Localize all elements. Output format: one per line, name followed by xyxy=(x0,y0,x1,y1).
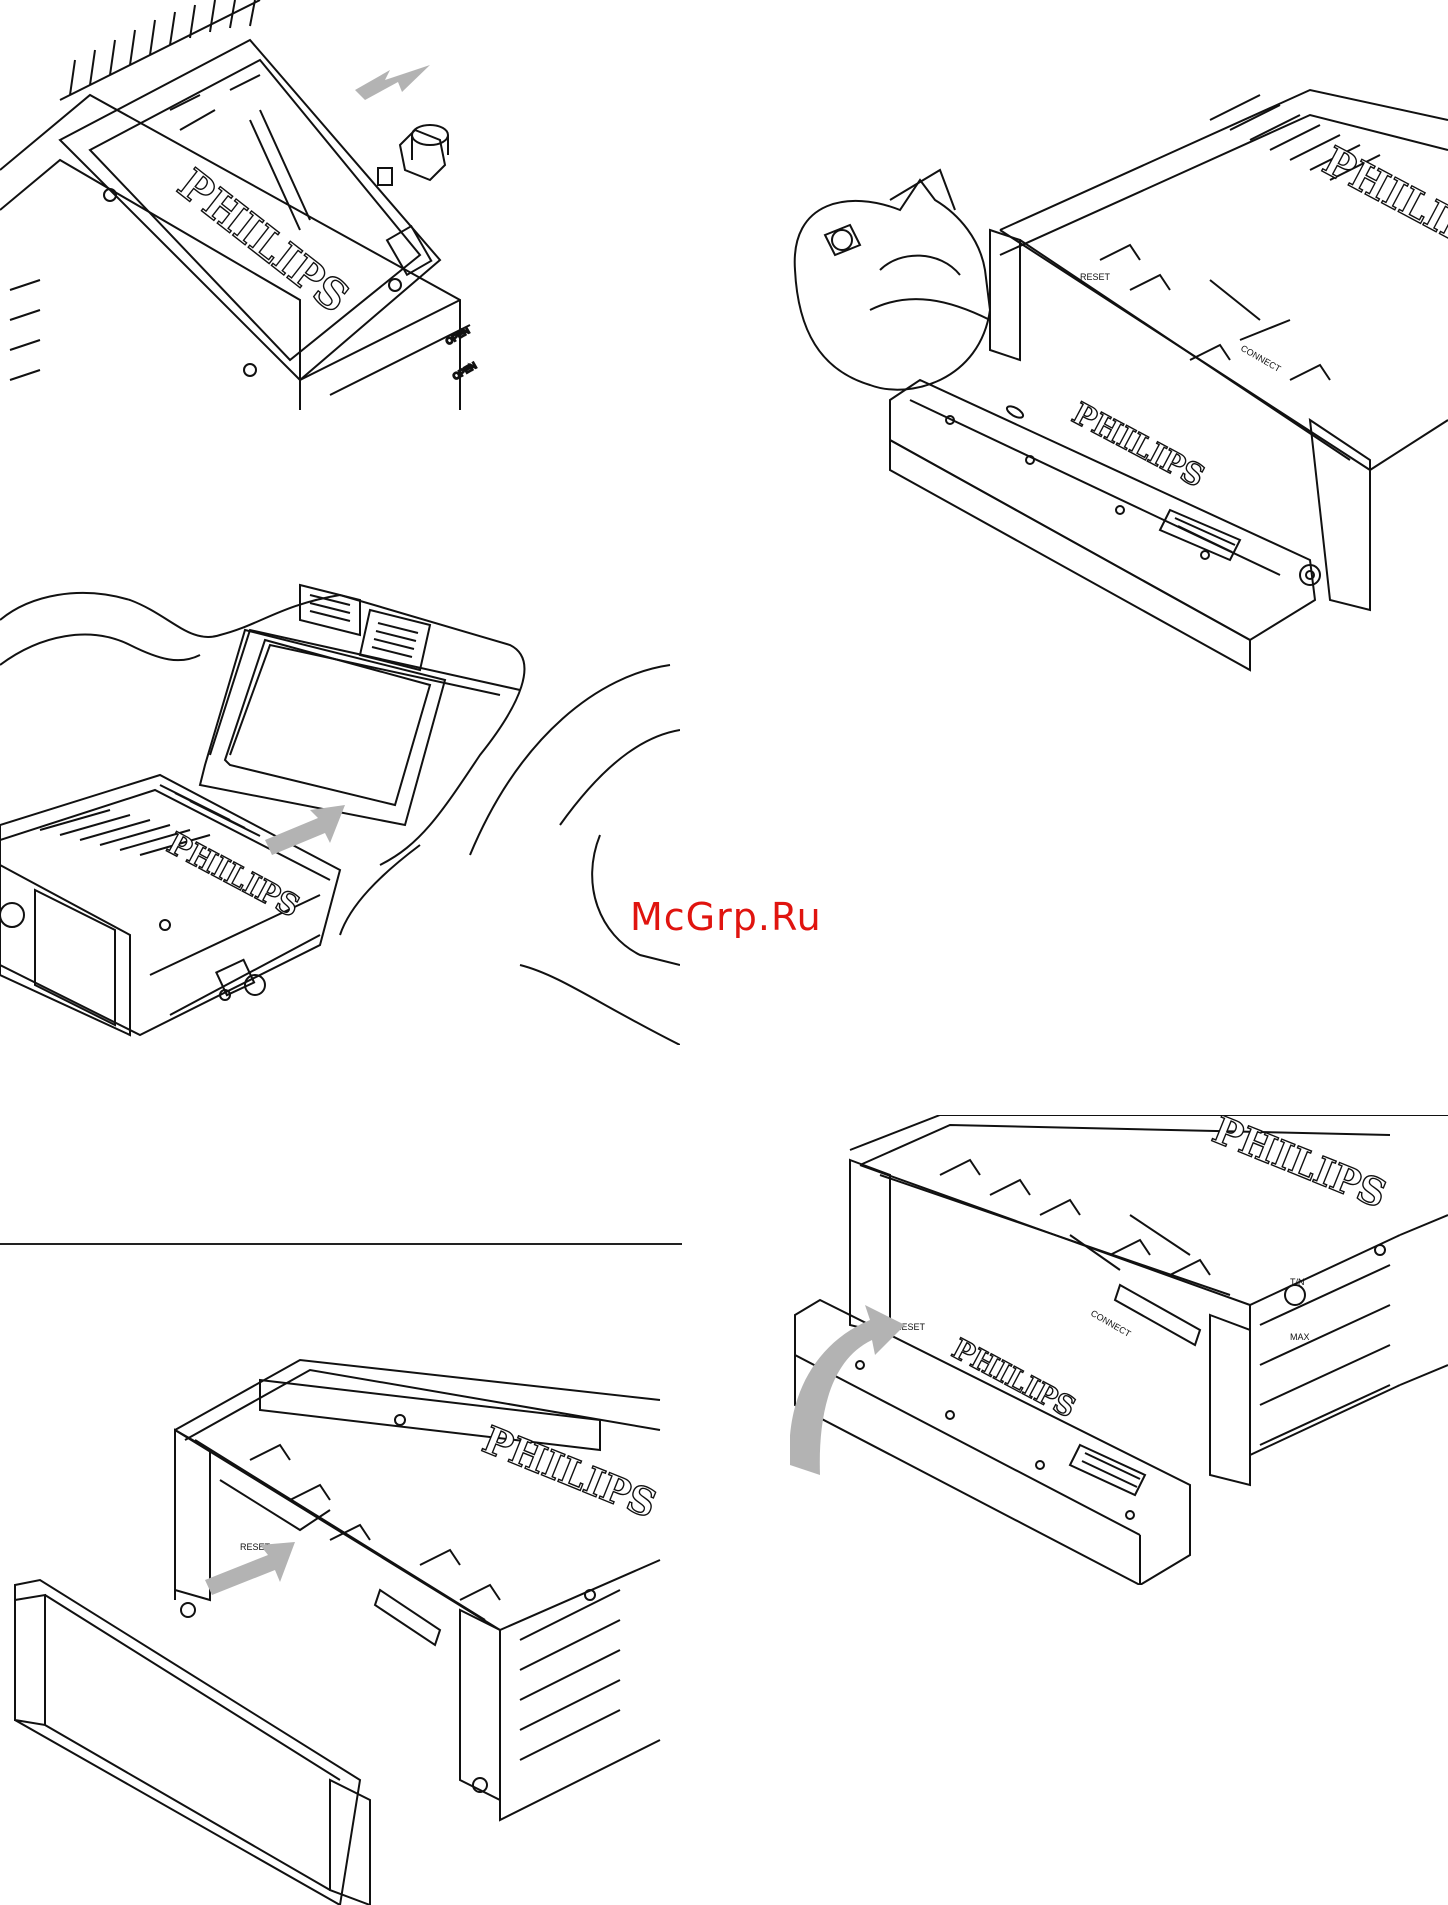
front-panel-close-illustration: RESET CONNECT T/N MAX PHILIPS PHILIPS xyxy=(790,1115,1448,1585)
brand-logo-panel4: PHILIPS xyxy=(477,1417,663,1527)
front-panel-install-illustration: RESET PHILIPS xyxy=(0,1300,680,1905)
section-divider xyxy=(0,1243,682,1245)
watermark-text: McGrp.Ru xyxy=(630,895,822,939)
brand-logo-panel2-top: PHILIPS xyxy=(1315,137,1448,269)
max-label: MAX xyxy=(1290,1332,1310,1342)
open-label-1: OPEN xyxy=(444,325,471,346)
insert-arrow xyxy=(355,65,430,100)
figure-dashboard-insertion: PHILIPS xyxy=(0,575,680,1045)
connect-label-panel5: CONNECT xyxy=(1089,1308,1133,1339)
close-panel-curved-arrow xyxy=(790,1305,905,1475)
figure-attach-front-panel: RESET PHILIPS xyxy=(0,1300,680,1905)
figure-stud-insertion: OPEN OPEN PHILIPS xyxy=(0,0,500,410)
dashboard-illustration: PHILIPS xyxy=(0,575,680,1045)
dashboard-insert-arrow xyxy=(265,805,345,855)
connect-label: CONNECT xyxy=(1239,343,1283,374)
brand-logo-panel5-top: PHILIPS xyxy=(1207,1115,1393,1217)
figure-close-front-panel: RESET CONNECT T/N MAX PHILIPS PHILIPS xyxy=(790,1115,1448,1585)
open-label-2: OPEN xyxy=(451,360,478,381)
tin-label: T/N xyxy=(1290,1277,1305,1287)
reset-label: RESET xyxy=(1080,272,1111,282)
front-panel-attach-illustration: RESET CONNECT PHILIPS PHILIPS xyxy=(790,40,1448,680)
unit-rear-illustration: OPEN OPEN PHILIPS xyxy=(0,0,500,410)
figure-front-panel-hook: RESET CONNECT PHILIPS PHILIPS xyxy=(790,40,1448,680)
brand-logo-panel5-front: PHILIPS xyxy=(947,1332,1081,1424)
